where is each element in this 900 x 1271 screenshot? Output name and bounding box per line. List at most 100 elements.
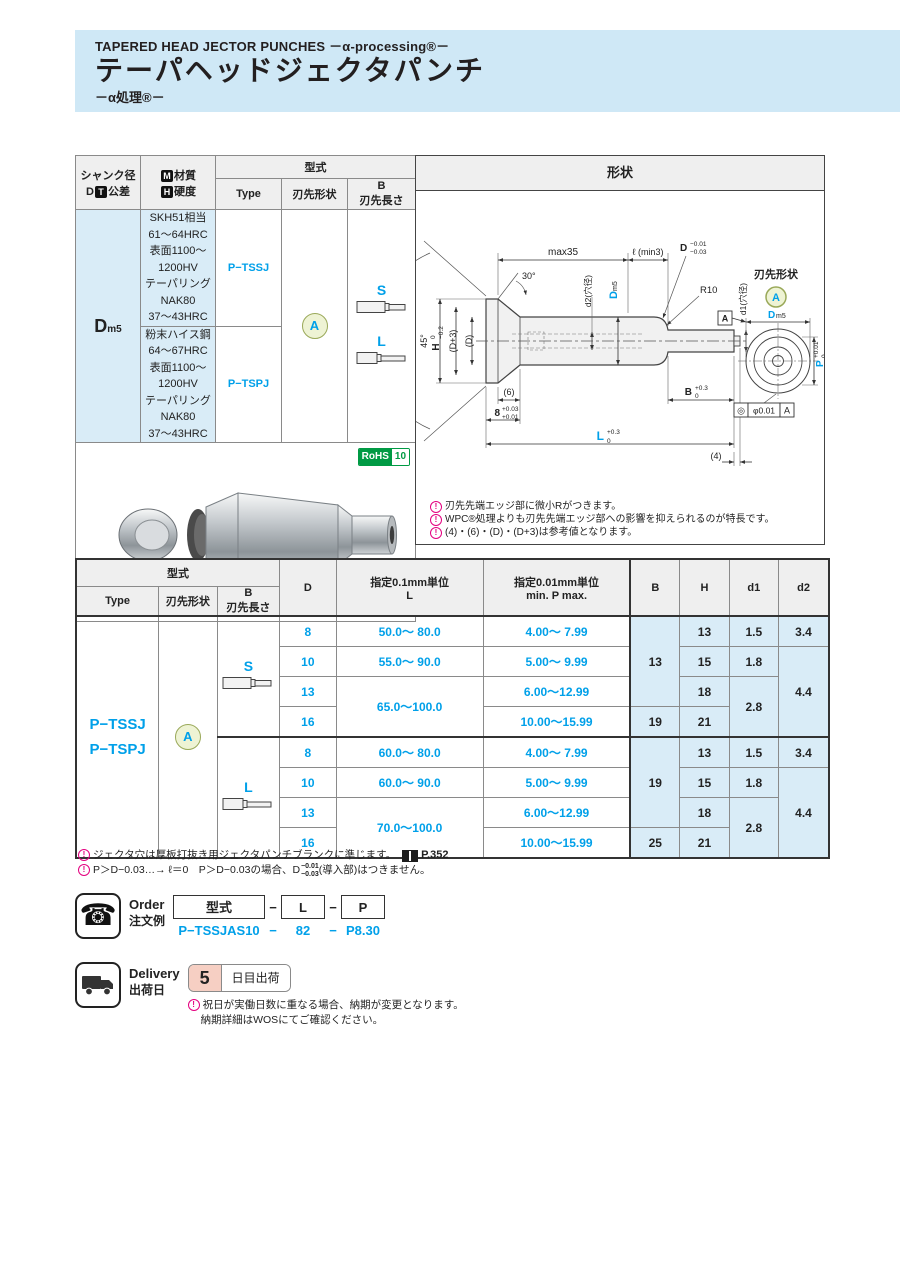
dim-8-dn: +0.01 bbox=[502, 414, 519, 421]
type-header: Type bbox=[75, 586, 160, 617]
dim-8: 8 bbox=[494, 408, 500, 419]
d1-value: 2.8 bbox=[728, 676, 780, 738]
p-range: 6.00～12.99 bbox=[482, 676, 631, 707]
order-label-en: Order bbox=[129, 897, 165, 912]
note-icon: ! bbox=[78, 864, 90, 876]
b-value: 13 bbox=[629, 615, 681, 707]
truck-icon bbox=[82, 976, 113, 996]
drawing-notes: !刃先先端エッジ部に微小Rがつきます。 !WPC®処理よりも刃先先端エッジ部への… bbox=[430, 500, 775, 539]
dim-p: P bbox=[815, 360, 824, 367]
model-ptspj: P−TSPJ bbox=[89, 740, 146, 758]
delivery-note-1-text: 祝日が実働日数に重なる場合、納期が変更となります。 bbox=[202, 999, 464, 1011]
note-icon: ! bbox=[187, 999, 200, 1011]
tip-s-icon bbox=[222, 677, 272, 689]
order-dash: − bbox=[269, 923, 277, 938]
shank-tol: 公差 bbox=[107, 185, 130, 198]
dim-b-up: +0.3 bbox=[695, 385, 708, 392]
table-row: 13 65.0～100.0 6.00～12.99 18 2.8 bbox=[76, 676, 829, 738]
dim-p-dn: 0 bbox=[821, 354, 824, 358]
col-d2-header: d2 bbox=[778, 558, 830, 617]
tip-shape-caption: 刃先形状 bbox=[754, 267, 799, 281]
dim-b: B bbox=[685, 387, 692, 398]
rohs-number: 10 bbox=[391, 449, 410, 465]
d-value: 10 bbox=[279, 646, 337, 677]
order-box-p: P bbox=[341, 895, 386, 919]
phone-icon: ☎ bbox=[79, 899, 117, 932]
dim-p-up: +0.01 bbox=[813, 341, 820, 358]
type-cell: P−TSSJ P−TSPJ bbox=[75, 615, 160, 859]
l-range: 65.0～100.0 bbox=[335, 676, 484, 738]
delivery-note-1: ! 祝日が実働日数に重なる場合、納期が変更となります。 bbox=[187, 998, 464, 1013]
tip-length-header: B 刃先長さ bbox=[346, 178, 417, 210]
shape-a-badge-letter: A bbox=[772, 292, 780, 304]
dim-ell-min3: ℓ (min3) bbox=[633, 247, 664, 257]
drawing-note-2-text: WPC®処理よりも刃先先端エッジ部への影響を抑えられるのが特長です。 bbox=[445, 514, 775, 525]
drawing-note-3-text: (4)・(6)・(D)・(D+3)は参考値となります。 bbox=[445, 527, 638, 538]
l-range: 55.0～ 90.0 bbox=[335, 646, 484, 677]
h-value: 21 bbox=[679, 706, 730, 738]
b-value: 19 bbox=[629, 736, 681, 828]
col-l-header: 指定0.1mm単位 L bbox=[335, 558, 484, 617]
p-range: 5.00～ 9.99 bbox=[482, 646, 631, 677]
h-value: 15 bbox=[679, 767, 730, 798]
h-value: 21 bbox=[679, 827, 730, 859]
dim-8-up: +0.03 bbox=[502, 406, 519, 413]
dim-d-tol: D bbox=[680, 243, 687, 254]
col-h-header: H bbox=[679, 558, 730, 617]
tip-length-cell: S L bbox=[346, 209, 417, 443]
fcf-value: φ0.01 bbox=[753, 406, 775, 416]
order-example-model: P−TSSJAS10 bbox=[178, 923, 260, 938]
order-example: P−TSSJAS10 − 82 − P8.30 bbox=[173, 923, 385, 938]
d-value: 10 bbox=[279, 767, 337, 798]
dim-dm5-d: D bbox=[608, 291, 620, 299]
p-range: 6.00～12.99 bbox=[482, 797, 631, 828]
fcf-datum: A bbox=[784, 406, 790, 416]
dim-h: H bbox=[431, 343, 442, 350]
drawing-note-1: !刃先先端エッジ部に微小Rがつきます。 bbox=[430, 500, 775, 513]
jector-pin bbox=[527, 331, 545, 351]
d-value: 13 bbox=[279, 797, 337, 828]
dimension-table: 型式 D 指定0.1mm単位 L 指定0.01mm単位 min. P max. … bbox=[75, 558, 830, 859]
table-row: P−TSSJ P−TSPJ A S 8 50.0～ 80.0 4.00～ 7.9… bbox=[75, 615, 830, 859]
delivery-info: 5 日目出荷 ! 祝日が実働日数に重なる場合、納期が変更となります。 納期詳細は… bbox=[187, 962, 464, 1028]
footnote-1: ! ジェクタ穴は厚板打抜き用ジェクタパンチブランクに準じます。 P.352 bbox=[78, 848, 448, 863]
catalog-reference-icon bbox=[402, 850, 419, 862]
model-ptssj: P−TSSJ bbox=[89, 715, 146, 733]
dim-d1-hole: d1(穴径) bbox=[738, 283, 748, 315]
table-row: 16 10.00～15.99 19 21 bbox=[76, 706, 829, 738]
rohs-badge: RoHS 10 bbox=[357, 448, 411, 466]
h-value: 13 bbox=[679, 615, 730, 647]
delivery-days: 5 bbox=[188, 965, 222, 991]
footnote-2-text-a: P＞D−0.03…→ ℓ＝0 P＞D−0.03の場合、D bbox=[93, 864, 301, 876]
note-icon: ! bbox=[78, 849, 90, 861]
material-label: 材質 bbox=[174, 169, 196, 182]
b-value: 25 bbox=[629, 827, 681, 859]
p-range: 10.00～15.99 bbox=[482, 706, 631, 738]
p-range: 5.00～ 9.99 bbox=[482, 767, 631, 798]
shank-value-cell: Dm5 bbox=[75, 209, 141, 443]
p-range: 4.00～ 7.99 bbox=[482, 736, 631, 768]
dim-6: (6) bbox=[504, 387, 515, 397]
d2-value: 4.4 bbox=[778, 767, 830, 859]
note-icon: ! bbox=[430, 514, 442, 526]
shank-d: D bbox=[86, 185, 94, 198]
tip-l-cell: L bbox=[216, 736, 281, 859]
dim-30deg: 30° bbox=[522, 271, 536, 281]
tip-l-label: L bbox=[244, 779, 253, 795]
footnote-2-text-b: (導入部)はつきません。 bbox=[318, 864, 431, 876]
order-code-format: 型式 − L − P P−TSSJAS10 − 82 − P8.30 bbox=[173, 895, 386, 938]
d2-value: 4.4 bbox=[778, 646, 830, 738]
l-range: 70.0～100.0 bbox=[335, 797, 484, 859]
delivery-note-2: 納期詳細はWOSにてご確認ください。 bbox=[201, 1013, 464, 1028]
footnote-2-tol-dn: −0.03 bbox=[301, 870, 319, 878]
tip-s-icon bbox=[356, 301, 406, 313]
order-section: ☎ Order 注文例 型式 − L − P P−TSSJAS10 − 82 −… bbox=[75, 893, 386, 939]
shape-a-badge: A bbox=[301, 313, 328, 339]
delivery-label-en: Delivery bbox=[129, 966, 180, 981]
fcf-concentricity-icon: ◎ bbox=[737, 406, 745, 416]
l-range: 60.0～ 80.0 bbox=[335, 736, 484, 768]
order-dash: − bbox=[329, 923, 337, 938]
footnote-1-page-ref: P.352 bbox=[421, 849, 449, 861]
